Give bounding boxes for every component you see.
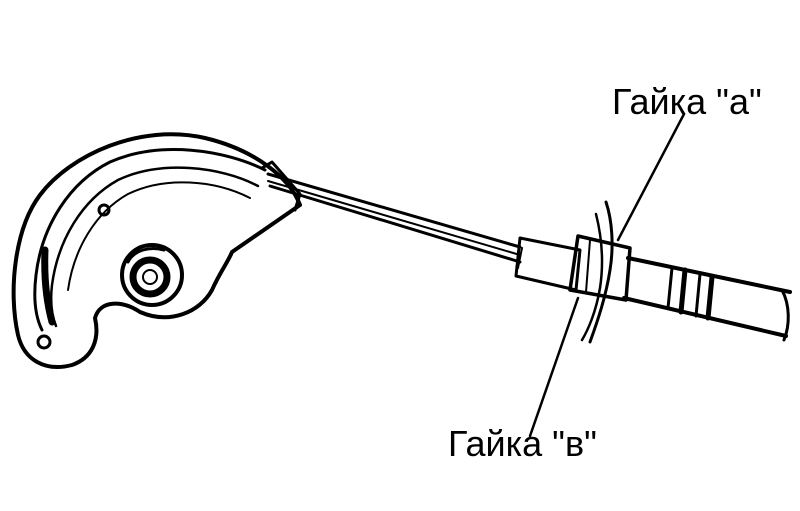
cable-wire (266, 172, 522, 264)
nut-a-label: Гайка "а" (612, 81, 762, 122)
leader-line-nut-b (528, 296, 580, 438)
cable-housing (514, 234, 792, 342)
leader-line-nut-a (616, 112, 686, 242)
nut-b-label: Гайка "в" (448, 423, 597, 464)
mount-bracket (580, 200, 614, 344)
sector-lever (11, 132, 302, 369)
